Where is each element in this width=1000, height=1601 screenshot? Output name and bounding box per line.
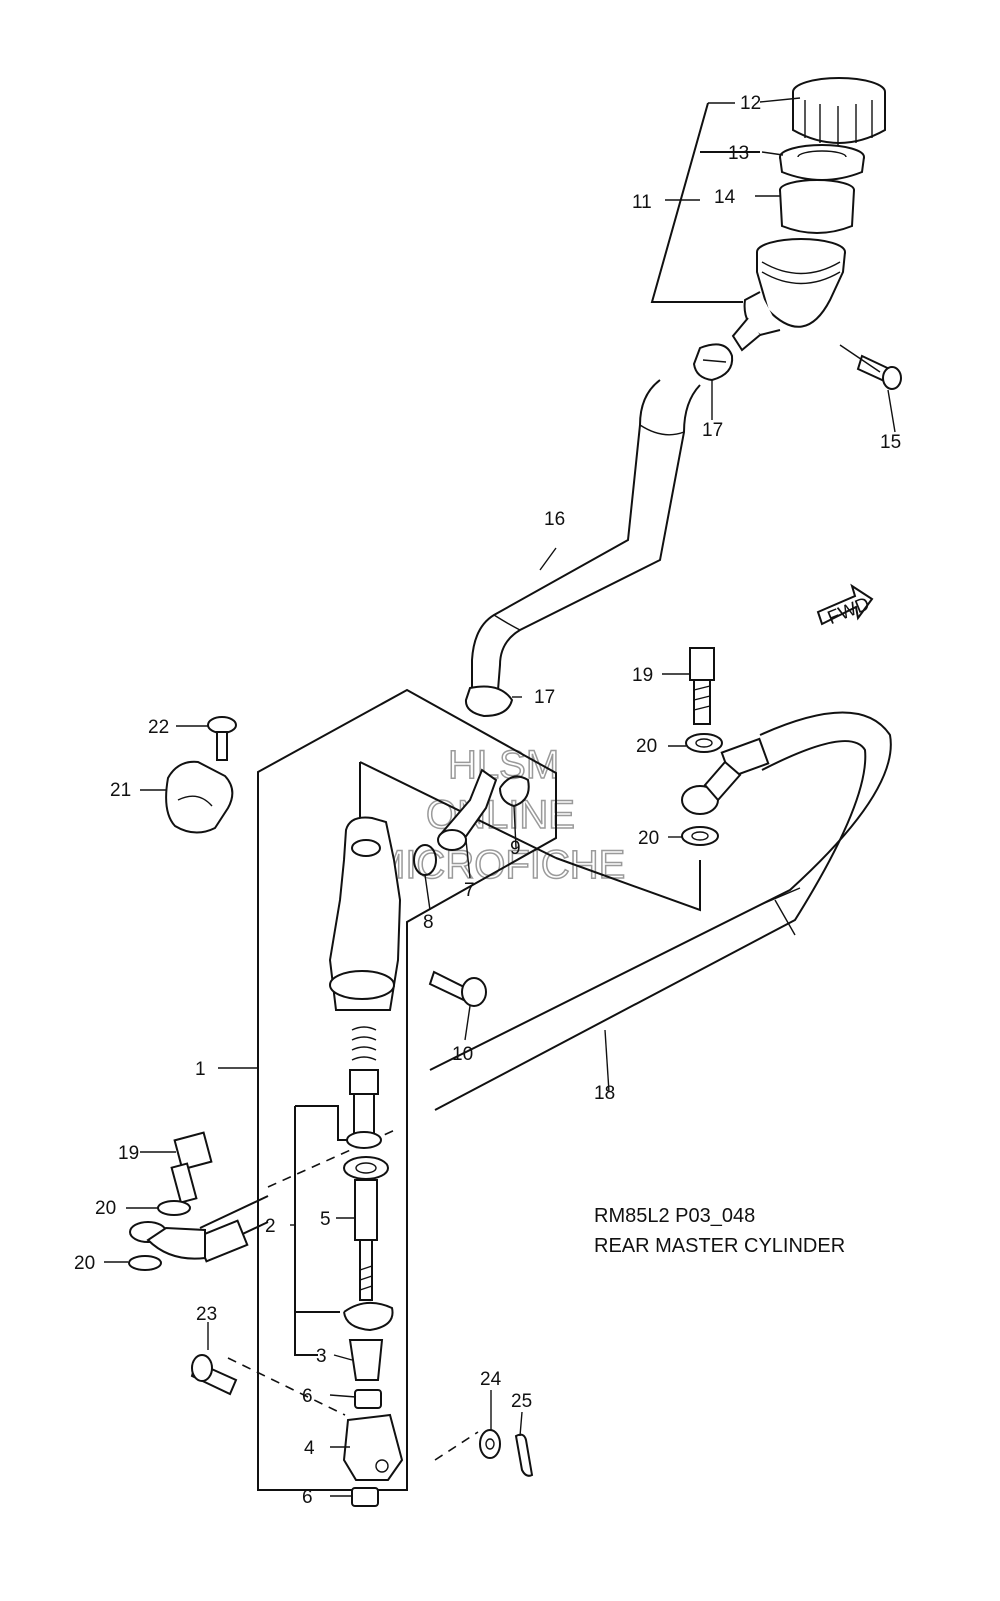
callout-5: 5: [320, 1209, 331, 1230]
callout-17-bottom: 17: [534, 687, 555, 708]
washer-20-top-a: [685, 733, 723, 753]
callout-22: 22: [148, 717, 169, 738]
assembly-outline-1: [257, 688, 557, 1491]
alignment-line-right: [434, 1431, 479, 1461]
nut-6-bottom: [351, 1487, 379, 1507]
svg-text:MICROFICHE: MICROFICHE: [372, 843, 625, 887]
pin-23: [190, 1354, 238, 1396]
callout-12: 12: [740, 93, 761, 114]
washer-20-bottom-a: [157, 1200, 191, 1216]
cotter-pin-25: [514, 1433, 534, 1477]
callout-14: 14: [714, 187, 736, 208]
circlip-snap: [343, 1301, 394, 1332]
leader-lines: [104, 97, 896, 1497]
callout-15: 15: [880, 432, 901, 453]
callout-25: 25: [511, 1391, 532, 1412]
model-code: RM85L2 P03_048: [594, 1205, 755, 1227]
callout-7: 7: [464, 880, 475, 901]
union-bolt-19-bottom: [170, 1131, 213, 1204]
callout-19-bottom: 19: [118, 1143, 139, 1164]
callout-19-top: 19: [632, 665, 653, 686]
callout-6-top: 6: [302, 1386, 313, 1407]
washer-20-bottom-b: [128, 1255, 162, 1271]
callout-20-bottom-a: 20: [95, 1198, 116, 1219]
callout-2: 2: [265, 1216, 276, 1237]
clamp-17-top: [692, 343, 734, 382]
union-bolt-19-top: [689, 647, 715, 725]
callout-9: 9: [510, 838, 521, 859]
callout-24: 24: [480, 1369, 502, 1390]
hose-16: [471, 379, 701, 691]
callout-1: 1: [195, 1059, 206, 1080]
washer-24: [479, 1429, 501, 1459]
reservoir-cap-12: [792, 77, 886, 145]
watermark: HLSM ONLINE MICROFICHE: [371, 742, 626, 888]
callout-17-top: 17: [702, 420, 723, 441]
callout-11: 11: [632, 192, 652, 213]
callout-21: 21: [110, 780, 131, 801]
push-rod-5: [354, 1179, 378, 1301]
callout-23: 23: [196, 1304, 217, 1325]
callout-13: 13: [728, 143, 749, 164]
boot-3: [348, 1339, 384, 1381]
screw-22: [207, 716, 237, 761]
plate-14: [779, 179, 855, 234]
callout-6-bottom: 6: [302, 1487, 313, 1508]
callout-20-top-b: 20: [638, 828, 659, 849]
callout-3: 3: [316, 1346, 327, 1367]
diagram-title: REAR MASTER CYLINDER: [594, 1235, 845, 1257]
callout-4: 4: [304, 1438, 315, 1459]
fitting-7: [437, 768, 498, 851]
clevis-4: [342, 1413, 404, 1481]
washer-20-top-b: [681, 826, 719, 846]
diaphragm-13: [779, 144, 865, 181]
callout-10: 10: [452, 1044, 473, 1065]
fwd-arrow-icon: FWD: [816, 583, 874, 629]
nut-6-top: [354, 1389, 382, 1409]
callout-16: 16: [544, 509, 565, 530]
spring: [351, 1026, 377, 1061]
callout-20-bottom-b: 20: [74, 1253, 95, 1274]
callout-20-top-a: 20: [636, 736, 657, 757]
guide-21: [165, 760, 234, 834]
brake-hose-18: [429, 711, 892, 1111]
circlip-9: [499, 775, 530, 808]
hose-end-fitting-top: [681, 737, 770, 815]
bracket-11: [650, 102, 760, 303]
reservoir-tank: [731, 238, 846, 352]
callout-8: 8: [423, 912, 434, 933]
piston-cup: [346, 1069, 382, 1149]
clamp-17-bottom: [464, 685, 514, 718]
master-cylinder-body: [328, 816, 402, 1011]
callout-18: 18: [594, 1083, 615, 1104]
bolt-10: [428, 970, 487, 1007]
washer-piston: [343, 1156, 389, 1180]
hose-end-fitting-bottom: [129, 1195, 269, 1263]
